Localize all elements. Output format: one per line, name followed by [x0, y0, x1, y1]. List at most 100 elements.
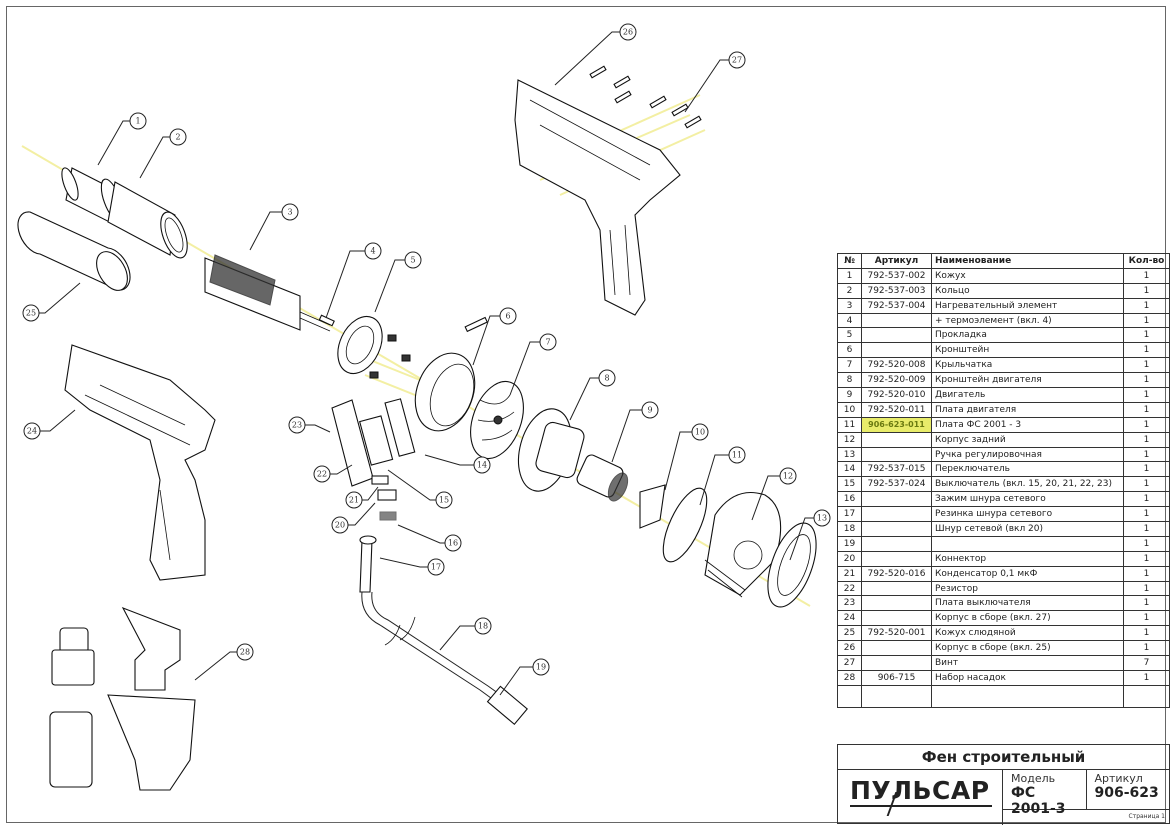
cell-qty: 1 [1123, 297, 1170, 314]
svg-text:17: 17 [431, 563, 441, 572]
part-cord-clamp [379, 511, 397, 521]
svg-text:18: 18 [478, 622, 488, 631]
model-cell: Модель ФС 2001-3 [1003, 770, 1086, 817]
empty-cell [837, 684, 862, 708]
cell-article [861, 342, 932, 359]
svg-text:19: 19 [536, 663, 546, 672]
callout-20: 20 [331, 516, 349, 534]
part-adjust-knob [767, 522, 817, 608]
callout-12: 12 [779, 467, 797, 485]
cell-number: 4 [837, 312, 862, 329]
article-value: 906-623 [1094, 785, 1159, 801]
cell-qty: 1 [1123, 491, 1170, 508]
header-name: Наименование [931, 253, 1124, 269]
svg-text:11: 11 [732, 451, 742, 460]
cell-number: 18 [837, 521, 862, 537]
cell-number: 22 [837, 580, 862, 597]
cell-qty: 1 [1123, 446, 1170, 463]
cell-number: 19 [837, 535, 862, 552]
svg-text:15: 15 [439, 496, 449, 505]
header-qty: Кол-во [1123, 253, 1170, 269]
part-power-cord [359, 535, 528, 726]
article-label: Артикул [1094, 772, 1143, 785]
svg-text:8: 8 [604, 374, 609, 383]
cell-name: + термоэлемент (вкл. 4) [931, 312, 1124, 329]
cell-article: 792-520-009 [861, 372, 932, 389]
cell-article: 792-537-004 [861, 297, 932, 314]
article-cell: Артикул 906-623 [1085, 770, 1170, 809]
cell-number: 16 [837, 491, 862, 508]
cell-qty: 1 [1123, 521, 1170, 537]
cell-article: 906-715 [861, 669, 932, 686]
cell-article [861, 640, 932, 657]
cell-name: Шнур сетевой (вкл 20) [931, 521, 1124, 537]
callout-3: 3 [281, 203, 299, 221]
cell-name: Резистор [931, 580, 1124, 597]
cell-qty: 1 [1123, 327, 1170, 344]
cell-name: Плата двигателя [931, 401, 1124, 418]
cell-name: Винт [931, 655, 1124, 671]
cell-qty: 1 [1123, 342, 1170, 359]
svg-text:14: 14 [477, 461, 487, 470]
svg-text:5: 5 [410, 256, 415, 265]
cell-qty: 1 [1123, 595, 1170, 612]
cell-qty: 1 [1123, 372, 1170, 389]
callout-2: 2 [169, 128, 187, 146]
callout-5: 5 [404, 251, 422, 269]
svg-text:4: 4 [370, 247, 375, 256]
cell-name [931, 535, 1124, 552]
cell-number: 28 [837, 669, 862, 686]
callout-26: 26 [619, 23, 637, 41]
svg-text:3: 3 [287, 208, 292, 217]
cell-number: 1 [837, 267, 862, 284]
callout-10: 10 [691, 423, 709, 441]
cell-article: 906-623-011 [861, 416, 932, 433]
cell-qty: 1 [1123, 401, 1170, 418]
cell-qty: 1 [1123, 610, 1170, 627]
cell-number: 15 [837, 476, 862, 493]
cell-number: 2 [837, 282, 862, 299]
cell-name: Кожух слюдяной [931, 625, 1124, 642]
empty-cell [861, 684, 932, 708]
part-motor [576, 454, 629, 502]
cell-number: 6 [837, 342, 862, 359]
cell-name: Зажим шнура сетевого [931, 491, 1124, 508]
screws [369, 316, 488, 379]
cell-qty: 1 [1123, 461, 1170, 478]
cell-qty: 1 [1123, 357, 1170, 374]
callout-18: 18 [474, 617, 492, 635]
part-heating-element [204, 254, 331, 332]
cell-name: Плата выключателя [931, 595, 1124, 612]
cell-number: 20 [837, 550, 862, 567]
cell-qty: 1 [1123, 550, 1170, 567]
cell-article [861, 327, 932, 344]
callout-27: 27 [728, 51, 746, 69]
cell-article [861, 655, 932, 671]
callout-14: 14 [473, 456, 491, 474]
cell-name: Крыльчатка [931, 357, 1124, 374]
cell-number: 10 [837, 401, 862, 418]
callout-24: 24 [23, 422, 41, 440]
svg-text:12: 12 [783, 472, 793, 481]
svg-text:20: 20 [335, 521, 345, 530]
cell-name: Коннектор [931, 550, 1124, 567]
callout-11: 11 [728, 446, 746, 464]
cell-article [861, 610, 932, 627]
cell-qty: 1 [1123, 476, 1170, 493]
cell-number: 26 [837, 640, 862, 657]
cell-article [861, 491, 932, 508]
cell-number: 9 [837, 387, 862, 403]
model-label: Модель [1011, 772, 1056, 785]
